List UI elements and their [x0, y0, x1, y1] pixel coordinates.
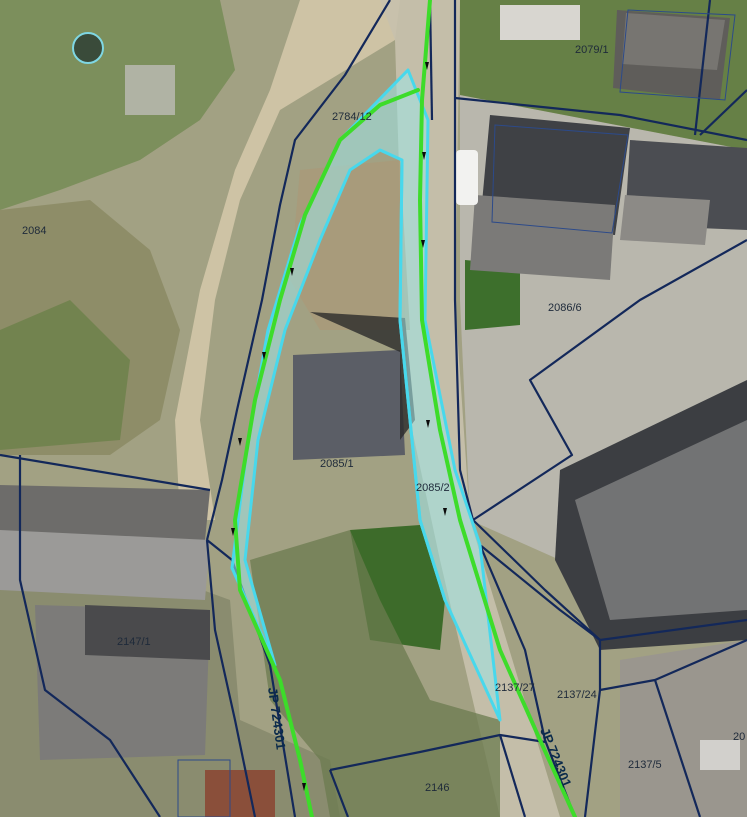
parcel-line-road-east [453, 0, 475, 521]
parcel-label-2084: 2084 [22, 225, 46, 237]
parcel-line-2146-west [328, 769, 350, 817]
parcel-line-2079-divider [693, 0, 712, 136]
parcel-line-2146-east [498, 734, 527, 817]
parcel-line-2137-24-east [479, 544, 602, 817]
road-direction-arrows [231, 62, 447, 791]
parcel-line-2137-27-east [478, 544, 577, 817]
aerial-lawn [465, 260, 520, 330]
highlighted-parcel-inner-edge [398, 159, 447, 601]
road-arrow [231, 528, 235, 536]
parcel-line-road-west [205, 0, 391, 541]
yard-slab [125, 65, 175, 115]
building-outlines [177, 9, 736, 817]
road-arrow [262, 352, 266, 360]
parcel-line-2147-west [18, 455, 161, 817]
road-line-main [418, 0, 577, 817]
road-arrow [421, 240, 425, 248]
outline-house-2079 [619, 9, 736, 101]
roof-house-2086-annex [470, 195, 615, 280]
aerial-grass [0, 300, 130, 450]
parcel-label-2784-12: 2784/12 [332, 111, 372, 123]
roof-row-house [0, 485, 210, 540]
parcel-line-2137-5-east [653, 679, 702, 817]
parcel-label-2085-1: 2085/1 [320, 458, 354, 470]
road-arrow [426, 420, 430, 428]
parked-car [456, 150, 478, 205]
road-arrow [443, 508, 447, 516]
roof-top-shed [500, 5, 580, 40]
roof-garage-annex [620, 195, 710, 245]
roof-house-2085 [293, 350, 405, 460]
road-arrow [422, 152, 426, 160]
parcel-line-2084-south [0, 453, 211, 492]
yard-2137-5 [620, 640, 747, 817]
house-2085-shadow [310, 312, 415, 440]
road-arrow [302, 783, 306, 791]
parcel-label-2079-1: 2079/1 [575, 44, 609, 56]
parcel-label-2086-6: 2086/6 [548, 302, 582, 314]
parcel-label-2147-1: 2147/1 [117, 636, 151, 648]
parcel-line-2079-east [699, 89, 747, 136]
parcel-line-warehouse-south [472, 519, 747, 642]
roof-house-2147-ridge [85, 605, 210, 660]
parcel-line-2146-north [329, 733, 546, 772]
parcel-line-west-outer [205, 539, 257, 817]
road-arrow [290, 268, 294, 276]
trampoline [72, 32, 104, 64]
road-arrow [425, 62, 429, 70]
parcel-label-2146: 2146 [425, 782, 449, 794]
roof-house-2079-ridge [622, 13, 725, 70]
roof-row-house-lower [0, 530, 210, 600]
parcel-label-partial: 20 [733, 731, 745, 743]
aerial-vegetation [0, 0, 235, 210]
red-roof [205, 770, 275, 817]
outline-house-2086 [491, 124, 629, 234]
roof-warehouse-light [575, 420, 747, 620]
outline-small-building [177, 759, 231, 817]
small-roof-2137 [700, 740, 740, 770]
parcel-label-2137-24: 2137/24 [557, 689, 597, 701]
aerial-lower-vegetation [250, 530, 500, 817]
road-lines [233, 0, 577, 817]
road-line-west [233, 88, 420, 817]
parcel-line-2086-south [472, 239, 747, 521]
parcel-label-2085-2: 2085/2 [416, 482, 450, 494]
parcel-label-2137-27: 2137/27 [495, 682, 535, 694]
parcel-label-2137-5: 2137/5 [628, 759, 662, 771]
road-arrow [238, 438, 242, 446]
aerial-road-surface [175, 0, 400, 520]
